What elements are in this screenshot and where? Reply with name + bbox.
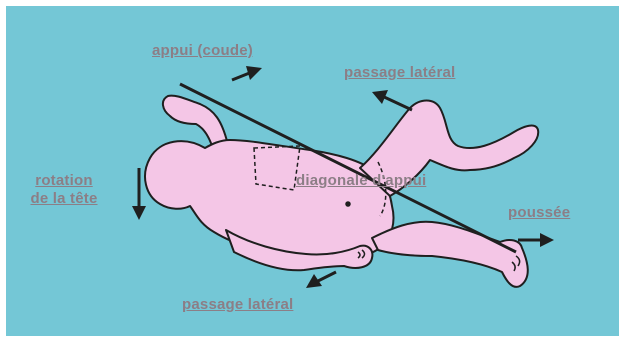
- label-rotation-line2: de la tête: [12, 190, 116, 208]
- label-poussee: poussée: [508, 204, 570, 222]
- label-rotation: rotation de la tête: [12, 172, 116, 208]
- label-rotation-line1: rotation: [12, 172, 116, 190]
- navel: [346, 202, 350, 206]
- label-diagonale: diagonale d'appui: [296, 172, 426, 190]
- label-appui: appui (coude): [152, 42, 253, 60]
- label-passage-top: passage latéral: [344, 64, 455, 82]
- label-passage-bottom: passage latéral: [182, 296, 293, 314]
